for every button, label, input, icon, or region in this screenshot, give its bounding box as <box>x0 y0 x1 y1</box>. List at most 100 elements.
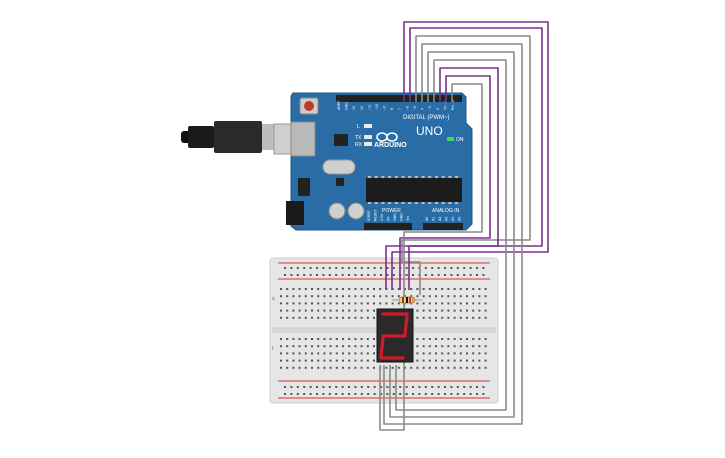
bb-hole[interactable] <box>484 338 487 340</box>
bb-hole[interactable] <box>335 386 338 388</box>
bb-hole[interactable] <box>399 393 402 395</box>
bb-hole[interactable] <box>280 302 282 305</box>
bb-hole[interactable] <box>484 288 487 290</box>
bb-hole[interactable] <box>472 302 475 305</box>
bb-hole[interactable] <box>391 302 394 305</box>
bb-hole[interactable] <box>435 295 437 298</box>
bb-hole[interactable] <box>418 393 421 395</box>
bb-hole[interactable] <box>435 288 437 290</box>
bb-hole[interactable] <box>441 352 444 355</box>
bb-hole[interactable] <box>329 345 332 348</box>
bb-hole[interactable] <box>447 316 450 319</box>
bb-hole[interactable] <box>379 302 382 305</box>
wire-4[interactable] <box>383 43 523 425</box>
wire-9[interactable] <box>379 83 483 431</box>
bb-hole[interactable] <box>380 393 382 395</box>
bb-hole[interactable] <box>280 309 282 312</box>
bb-hole[interactable] <box>354 386 357 388</box>
bb-hole[interactable] <box>335 302 338 305</box>
bb-hole[interactable] <box>366 302 369 305</box>
bb-hole[interactable] <box>329 338 332 340</box>
bb-hole[interactable] <box>373 393 376 395</box>
bb-hole[interactable] <box>342 288 344 290</box>
wire-5[interactable] <box>389 51 515 418</box>
bb-hole[interactable] <box>366 359 369 362</box>
bb-hole[interactable] <box>431 274 434 276</box>
bb-hole[interactable] <box>328 274 331 276</box>
bb-hole[interactable] <box>304 359 307 362</box>
bb-hole[interactable] <box>360 316 363 319</box>
bb-hole[interactable] <box>316 267 318 269</box>
bb-hole[interactable] <box>391 366 394 369</box>
bb-hole[interactable] <box>329 316 332 319</box>
bb-hole[interactable] <box>373 295 375 298</box>
bb-hole[interactable] <box>323 302 326 305</box>
bb-hole[interactable] <box>335 393 338 395</box>
bb-hole[interactable] <box>335 316 338 319</box>
bb-hole[interactable] <box>405 393 408 395</box>
bb-hole[interactable] <box>298 316 301 319</box>
bb-hole[interactable] <box>360 288 363 290</box>
bb-hole[interactable] <box>354 267 357 269</box>
bb-hole[interactable] <box>335 338 338 340</box>
bb-hole[interactable] <box>424 274 427 276</box>
bb-hole[interactable] <box>292 309 295 312</box>
wire-7[interactable] <box>408 67 499 290</box>
bb-hole[interactable] <box>348 267 350 269</box>
bb-hole[interactable] <box>422 288 425 290</box>
bb-hole[interactable] <box>450 386 453 388</box>
bb-hole[interactable] <box>360 359 363 362</box>
bb-hole[interactable] <box>360 345 363 348</box>
wire-8[interactable] <box>399 75 491 290</box>
bb-hole[interactable] <box>482 393 485 395</box>
bb-hole[interactable] <box>366 366 369 369</box>
bb-hole[interactable] <box>367 393 370 395</box>
bb-hole[interactable] <box>317 345 320 348</box>
bb-hole[interactable] <box>453 345 456 348</box>
bb-hole[interactable] <box>482 267 485 269</box>
bb-hole[interactable] <box>472 359 475 362</box>
digital-header[interactable] <box>336 95 462 102</box>
bb-hole[interactable] <box>459 302 462 305</box>
bb-hole[interactable] <box>317 295 320 298</box>
bb-hole[interactable] <box>441 302 444 305</box>
bb-hole[interactable] <box>348 352 351 355</box>
bb-hole[interactable] <box>360 393 363 395</box>
bb-hole[interactable] <box>296 386 299 388</box>
bb-hole[interactable] <box>286 338 289 340</box>
bb-hole[interactable] <box>428 345 431 348</box>
bb-hole[interactable] <box>367 386 370 388</box>
bb-hole[interactable] <box>459 295 462 298</box>
bb-hole[interactable] <box>309 267 312 269</box>
bb-hole[interactable] <box>410 295 413 298</box>
bb-hole[interactable] <box>466 359 468 362</box>
bb-hole[interactable] <box>397 302 400 305</box>
bb-hole[interactable] <box>335 309 338 312</box>
bb-hole[interactable] <box>373 386 376 388</box>
reset-button[interactable] <box>304 101 314 111</box>
bb-hole[interactable] <box>341 386 344 388</box>
bb-hole[interactable] <box>317 359 320 362</box>
bb-hole[interactable] <box>459 352 462 355</box>
bb-hole[interactable] <box>342 345 344 348</box>
bb-hole[interactable] <box>478 345 481 348</box>
bb-hole[interactable] <box>348 316 351 319</box>
bb-hole[interactable] <box>328 267 331 269</box>
bb-hole[interactable] <box>478 288 481 290</box>
bb-hole[interactable] <box>392 267 395 269</box>
bb-hole[interactable] <box>280 352 282 355</box>
bb-hole[interactable] <box>456 393 459 395</box>
bb-hole[interactable] <box>463 274 466 276</box>
bb-hole[interactable] <box>428 288 431 290</box>
bb-hole[interactable] <box>304 288 307 290</box>
bb-hole[interactable] <box>391 295 394 298</box>
bb-hole[interactable] <box>329 359 332 362</box>
bb-hole[interactable] <box>292 295 295 298</box>
bb-hole[interactable] <box>342 309 344 312</box>
bb-hole[interactable] <box>304 302 307 305</box>
bb-hole[interactable] <box>412 386 414 388</box>
wire-3[interactable] <box>401 35 531 295</box>
bb-hole[interactable] <box>311 309 313 312</box>
bb-hole[interactable] <box>323 338 326 340</box>
bb-hole[interactable] <box>286 309 289 312</box>
